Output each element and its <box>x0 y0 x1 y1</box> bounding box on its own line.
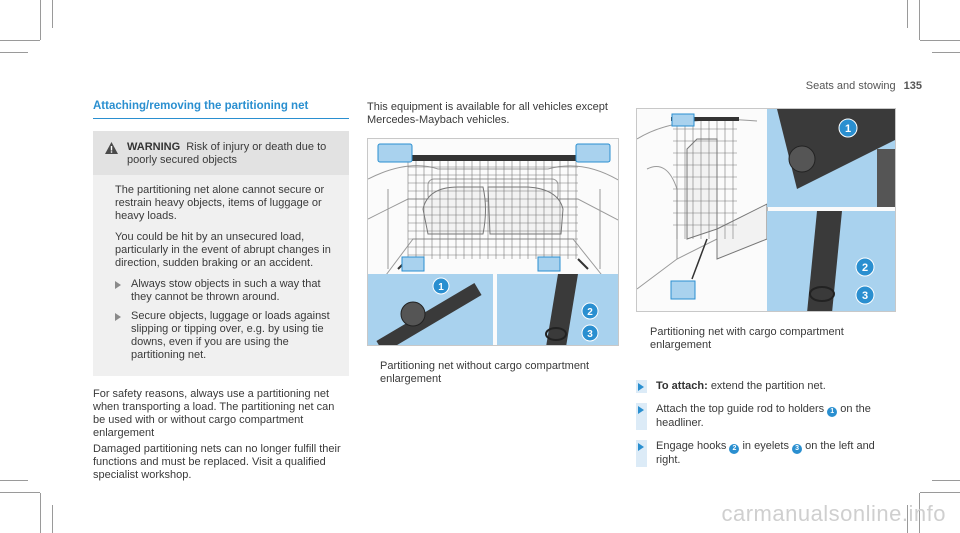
caption-without-enlargement: Partitioning net without cargo compartme… <box>380 360 590 385</box>
crop-mark <box>40 0 41 40</box>
callout-number: 1 <box>845 123 851 135</box>
body-text: For safety reasons, always use a partiti… <box>93 388 349 482</box>
step-label: To attach: <box>656 380 708 392</box>
step-arrow-icon <box>638 406 644 414</box>
crop-mark <box>0 480 28 481</box>
crop-mark <box>0 492 40 493</box>
crop-mark <box>920 492 960 493</box>
warning-bullet: Always stow objects in such a way that t… <box>115 278 337 304</box>
body-para: For safety reasons, always use a partiti… <box>93 388 335 439</box>
crop-mark <box>52 505 53 533</box>
step-marker <box>636 440 647 467</box>
warning-box: WARNING Risk of injury or death due to p… <box>93 131 349 376</box>
running-header: Seats and stowing 135 <box>806 80 922 92</box>
illustration-net-with-enlargement: 1 2 3 <box>636 108 896 312</box>
callout-number: 1 <box>438 282 444 293</box>
warning-bullet: Secure objects, luggage or loads against… <box>115 310 337 362</box>
warning-icon <box>105 142 118 154</box>
net-diagram: 1 2 3 <box>368 143 618 345</box>
left-column: Attaching/removing the partitioning net … <box>93 100 349 485</box>
section-title: Attaching/removing the partitioning net <box>93 100 349 119</box>
step-item: To attach: extend the partition net. <box>636 380 896 393</box>
caption-with-enlargement: Partitioning net with cargo compartment … <box>650 326 844 351</box>
crop-mark <box>52 0 53 28</box>
step-item: Engage hooks 2 in eyelets 3 on the left … <box>636 440 896 467</box>
crop-mark <box>919 0 920 40</box>
warning-header: WARNING Risk of injury or death due to p… <box>93 131 349 175</box>
warning-label: WARNING <box>127 141 181 153</box>
watermark: carmanualsonline.info <box>721 501 946 526</box>
warning-headline: WARNING Risk of injury or death due to p… <box>127 141 327 166</box>
crop-mark <box>0 52 28 53</box>
callout-badge: 2 <box>729 444 740 454</box>
callout-number: 2 <box>587 307 593 318</box>
callout-badge: 3 <box>792 444 803 454</box>
crop-mark <box>0 40 40 41</box>
bullet-arrow-icon <box>115 281 121 289</box>
crop-mark <box>40 493 41 533</box>
step-item: Attach the top guide rod to holders 1 on… <box>636 403 896 430</box>
step-arrow-icon <box>638 443 644 451</box>
callout-number: 3 <box>587 329 593 340</box>
warning-body: The partitioning net alone cannot secure… <box>93 175 349 376</box>
step-arrow-icon <box>638 383 644 391</box>
crop-mark <box>907 0 908 28</box>
bullet-arrow-icon <box>115 313 121 321</box>
body-para: Damaged partitioning nets can no longer … <box>93 443 341 481</box>
callout-number: 2 <box>862 262 868 274</box>
steps-list: To attach: extend the partition net. Att… <box>636 380 896 477</box>
callout-badge: 1 <box>827 407 838 417</box>
step-marker <box>636 380 647 393</box>
crop-mark <box>907 505 908 533</box>
crop-mark <box>919 493 920 533</box>
warning-para: You could be hit by an unsecured load, p… <box>115 231 331 269</box>
net-diagram: 1 2 3 <box>637 109 895 311</box>
callout-number: 3 <box>862 290 868 302</box>
illustration-net-without-enlargement: 1 2 3 <box>367 138 619 346</box>
section-name: Seats and stowing <box>805 80 896 92</box>
middle-column-intro: This equipment is available for all vehi… <box>367 101 608 126</box>
step-marker <box>636 403 647 430</box>
crop-mark <box>932 480 960 481</box>
crop-mark <box>920 40 960 41</box>
crop-mark <box>932 52 960 53</box>
page-number: 135 <box>903 80 922 92</box>
warning-para: The partitioning net alone cannot secure… <box>115 184 325 222</box>
